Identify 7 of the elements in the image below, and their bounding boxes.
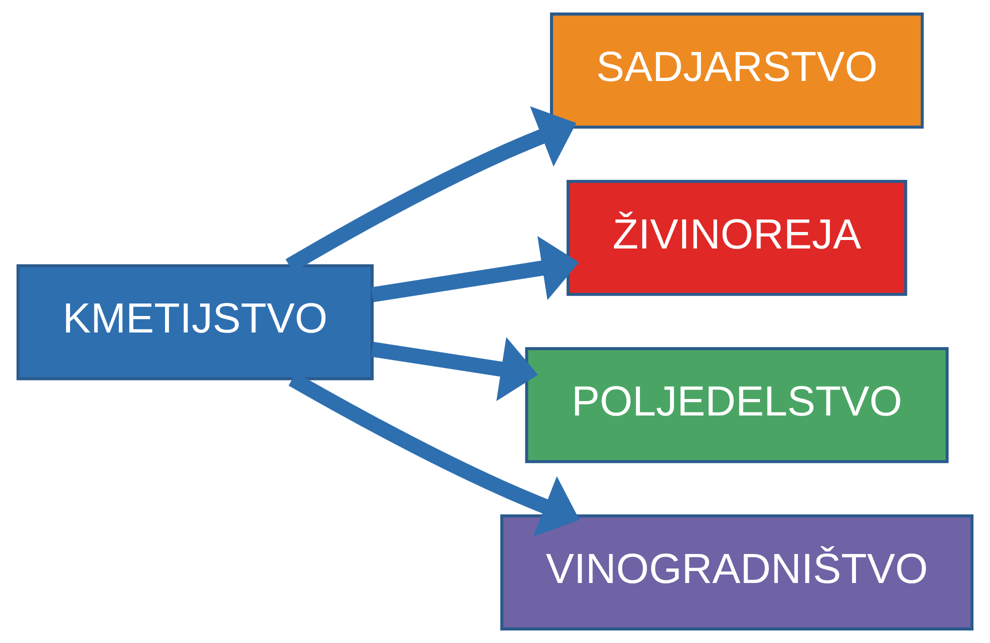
arrow xyxy=(371,337,538,402)
node-box: ŽIVINOREJA xyxy=(566,180,908,296)
node-box: VINOGRADNIŠTVO xyxy=(500,514,974,630)
node-box: KMETIJSTVO xyxy=(16,264,374,380)
arrow xyxy=(371,236,580,302)
node-box: SADJARSTVO xyxy=(550,12,924,129)
node-box: POLJEDELSTVO xyxy=(525,347,949,464)
